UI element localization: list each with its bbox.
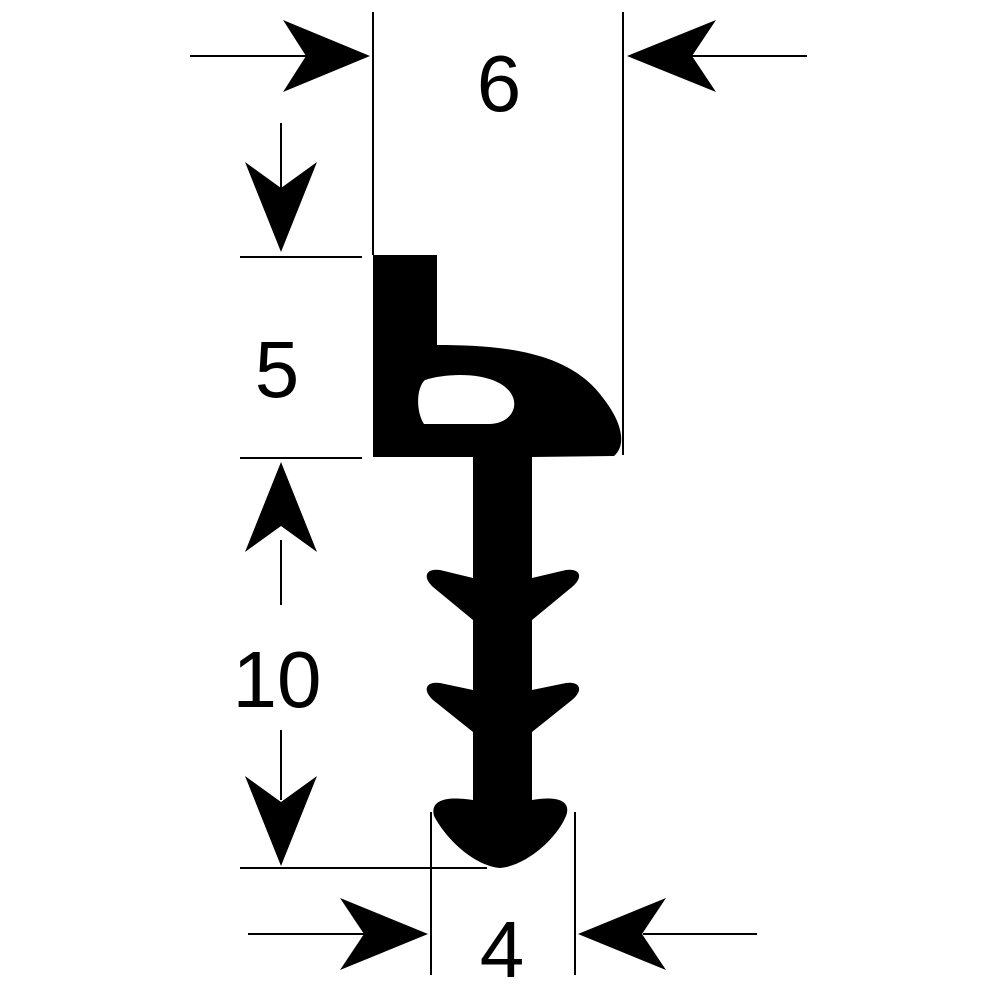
arrowheads <box>245 20 716 970</box>
dimension-label-stem-width: 4 <box>480 905 525 994</box>
arrowhead-down-icon <box>245 776 317 866</box>
arrowhead-right-icon <box>283 20 370 92</box>
arrowhead-down-icon <box>245 162 317 252</box>
dimension-label-top-width: 6 <box>477 39 522 128</box>
arrowhead-left-icon <box>627 20 716 92</box>
dimension-lines <box>190 55 807 935</box>
dimension-label-head-height: 5 <box>255 325 300 414</box>
arrowhead-right-icon <box>340 898 428 970</box>
extension-lines <box>240 12 624 975</box>
arrowhead-up-icon <box>245 462 317 552</box>
gasket-profile-shape <box>373 255 622 868</box>
arrowhead-left-icon <box>578 898 666 970</box>
dimension-label-stem-length: 10 <box>233 635 322 724</box>
